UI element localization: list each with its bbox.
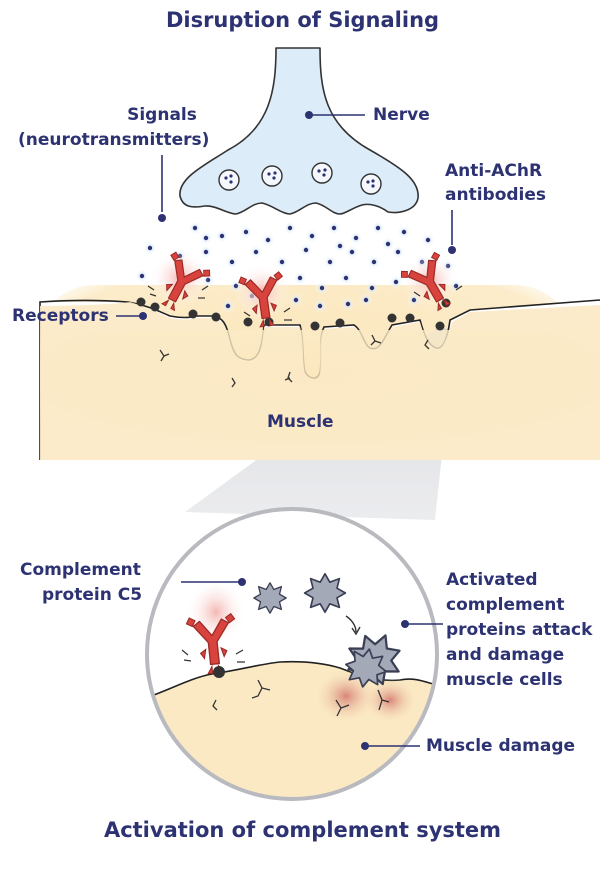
neurotransmitter-dot (192, 225, 198, 231)
neurotransmitter-dot (343, 275, 349, 281)
receptors-label: Receptors (12, 306, 109, 326)
neurotransmitter-dot (369, 285, 375, 291)
neurotransmitter-dot (287, 225, 293, 231)
activated-label-line2: complement (446, 595, 565, 615)
activated-label-line1: Activated (446, 570, 538, 590)
neurotransmitter-dot (371, 259, 377, 265)
neurotransmitter-dot (279, 259, 285, 265)
antibodies-label-line1: Anti-AChR (445, 161, 543, 181)
neurotransmitter-dot (139, 273, 145, 279)
neurotransmitter-dot (309, 233, 315, 239)
signals-label-line2: (neurotransmitters) (18, 130, 210, 150)
nerve-terminal (179, 47, 419, 215)
neurotransmitter-dot (229, 259, 235, 265)
neurotransmitter-dot (331, 225, 337, 231)
neurotransmitter-dot (219, 233, 225, 239)
complement-label-line1: Complement (20, 560, 141, 580)
signals-label-line1: Signals (127, 105, 197, 125)
neurotransmitter-dot (225, 303, 231, 309)
neurotransmitter-dots (135, 221, 463, 313)
top-title: Disruption of Signaling (165, 8, 440, 32)
complement-label-line2: protein C5 (42, 585, 143, 605)
activated-label-line5: muscle cells (446, 670, 563, 690)
muscle-label: Muscle (267, 412, 334, 432)
neurotransmitter-dot (293, 297, 299, 303)
neurotransmitter-dot (345, 301, 351, 307)
neurotransmitter-dot (317, 303, 323, 309)
antibodies-top (147, 250, 464, 330)
neurotransmitter-dot (253, 249, 259, 255)
neurotransmitter-dot (203, 235, 209, 241)
receptor-dots (136, 297, 451, 331)
vesicles (218, 162, 382, 195)
muscle-damage-label: Muscle damage (426, 736, 576, 756)
neurotransmitter-dot (425, 237, 431, 243)
bottom-title: Activation of complement system (103, 818, 502, 842)
neurotransmitter-dot (337, 243, 343, 249)
neurotransmitter-dot (265, 237, 271, 243)
signals-label: Signals (0, 104, 324, 126)
neurotransmitter-dot (319, 285, 325, 291)
neurotransmitter-dot (327, 259, 333, 265)
neurotransmitter-dot (385, 241, 391, 247)
neurotransmitter-dot (147, 245, 153, 251)
antibodies-label-line2: antibodies (445, 185, 547, 205)
neurotransmitter-dot (303, 247, 309, 253)
neurotransmitter-dot (393, 279, 399, 285)
neurotransmitter-dot (349, 249, 355, 255)
neurotransmitter-dot (401, 229, 407, 235)
neurotransmitter-dot (353, 235, 359, 241)
neurotransmitter-dot (243, 229, 249, 235)
neurotransmitter-dot (395, 249, 401, 255)
magnified-view (145, 507, 439, 801)
nerve-label: Nerve (373, 105, 430, 125)
neurotransmitter-dot (203, 249, 209, 255)
neurotransmitter-dot (375, 225, 381, 231)
neurotransmitter-dot (297, 275, 303, 281)
activated-label-line3: proteins attack (446, 620, 593, 640)
activated-label-line4: and damage (446, 645, 565, 665)
neurotransmitter-dot (363, 297, 369, 303)
